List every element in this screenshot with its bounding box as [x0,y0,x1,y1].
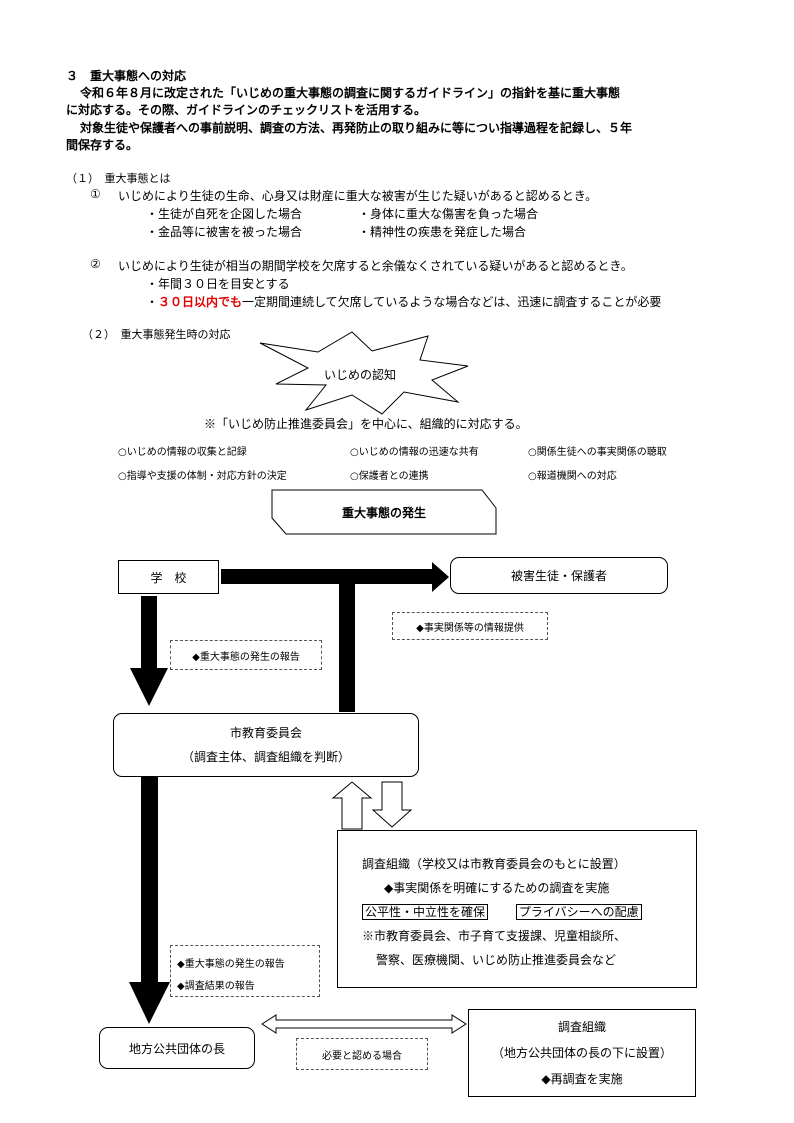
item1-text: いじめにより生徒の生命、心身又は財産に重大な被害が生じた疑いがあると認めるとき。 [118,189,598,203]
occurrence-report-note: ◆重大事態の発生の報告 [170,640,322,670]
arrow-board-head [141,776,158,984]
board-title: 市教育委員会 [229,726,302,740]
reinvestigation-subtitle: （地方公共団体の長の下に設置） [491,1046,672,1060]
when-needed-note: 必要と認める場合 [296,1038,428,1070]
item2-text: いじめにより生徒が相当の期間学校を欠席すると余儀なくされている疑いがあると認める… [118,259,633,273]
occurrence-box [271,489,497,535]
arrow-school-board [141,596,157,670]
starburst-label: いじめの認知 [323,367,396,382]
reinvestigation-box: 調査組織 （地方公共団体の長の下に設置） ◆再調査を実施 [468,1009,696,1097]
paragraph-2-line-2: 間保存する。 [66,138,139,152]
item2-marker: ② [90,257,101,271]
board-subtitle: （調査主体、調査組織を判断） [181,750,350,764]
school-label: 学 校 [150,570,187,585]
reinvestigation-title: 調査組織 [557,1020,606,1034]
local-government-head-box: 地方公共団体の長 [99,1027,255,1069]
item1-bullet: ・身体に重大な傷害を負った場合 [358,207,539,221]
arrow-board-up [339,584,355,712]
double-arrow [261,1014,467,1034]
action-item: ○保護者との連携 [350,471,429,482]
investigation-box: 調査組織（学校又は市教育委員会のもとに設置） ◆事実関係を明確にするための調査を… [337,830,697,988]
hollow-arrow-down [371,781,413,828]
victim-box: 被害生徒・保護者 [450,557,668,594]
arrow-school-victim [221,569,434,584]
action-item: ○報道機関への対応 [528,471,617,482]
action-item: ○いじめの情報の迅速な共有 [350,447,479,458]
highlight-text: ３０日以内でも [158,295,243,309]
item1-marker: ① [90,187,101,201]
item1-bullet: ・金品等に被害を被った場合 [146,225,303,239]
paragraph-1-line-2: に対応する。その際、ガイドラインのチェックリストを活用する。 [66,103,427,117]
investigation-title: 調査組織（学校又は市教育委員会のもとに設置） [362,857,626,871]
action-item: ○指導や支援の体制・対応方針の決定 [118,471,287,482]
investigation-task: ◆事実関係を明確にするための調査を実施 [384,881,610,895]
paragraph-2-line-1: 対象生徒や保護者への事前説明、調査の方法、再発防止の取り組みに等につい指導過程を… [80,121,633,135]
starburst-shape [259,331,469,415]
reinvestigation-task: ◆再調査を実施 [541,1072,623,1086]
item2-bullet: ・年間３０日を目安とする [146,277,290,291]
board-of-education-box: 市教育委員会 （調査主体、調査組織を判断） [113,713,419,777]
item1-bullet: ・精神性の疾患を発症した場合 [358,225,527,239]
section-heading: ３ 重大事態への対応 [66,69,187,83]
investigation-members: ※市教育委員会、市子育て支援課、児童相談所、 [362,929,627,943]
part1-heading: （１） 重大事態とは [66,172,171,185]
fairness-tag: 公平性・中立性を確保 [362,904,489,920]
item2-bullet-2: ・３０日以内でも一定期間連続して欠席しているような場合などは、迅速に調査すること… [146,295,662,309]
head-label: 地方公共団体の長 [128,1041,225,1056]
hollow-arrow-up [331,781,373,830]
action-item: ○いじめの情報の収集と記録 [118,447,247,458]
action-item: ○関係生徒への事実関係の聴取 [528,447,667,458]
school-box: 学 校 [118,560,219,594]
results-report-note: ◆重大事態の発生の報告 ◆調査結果の報告 [170,945,320,997]
privacy-tag: プライバシーへの配慮 [515,904,642,920]
info-provision-note: ◆事実関係等の情報提供 [392,612,548,640]
part2-heading: （２） 重大事態発生時の対応 [82,328,231,341]
victim-label: 被害生徒・保護者 [510,569,607,583]
occurrence-label: 重大事態の発生 [341,505,426,520]
committee-note: ※「いじめ防止推進委員会」を中心に、組織的に対応する。 [204,417,528,431]
investigation-tags: 公平性・中立性を確保 プライバシーへの配慮 [362,903,642,920]
item1-bullet: ・生徒が自死を企図した場合 [146,207,303,221]
paragraph-1-line-1: 令和６年８月に改定された「いじめの重大事態の調査に関するガイドライン」の指針を基… [80,86,621,100]
investigation-members-2: 警察、医療機関、いじめ防止推進委員会など [376,953,617,967]
